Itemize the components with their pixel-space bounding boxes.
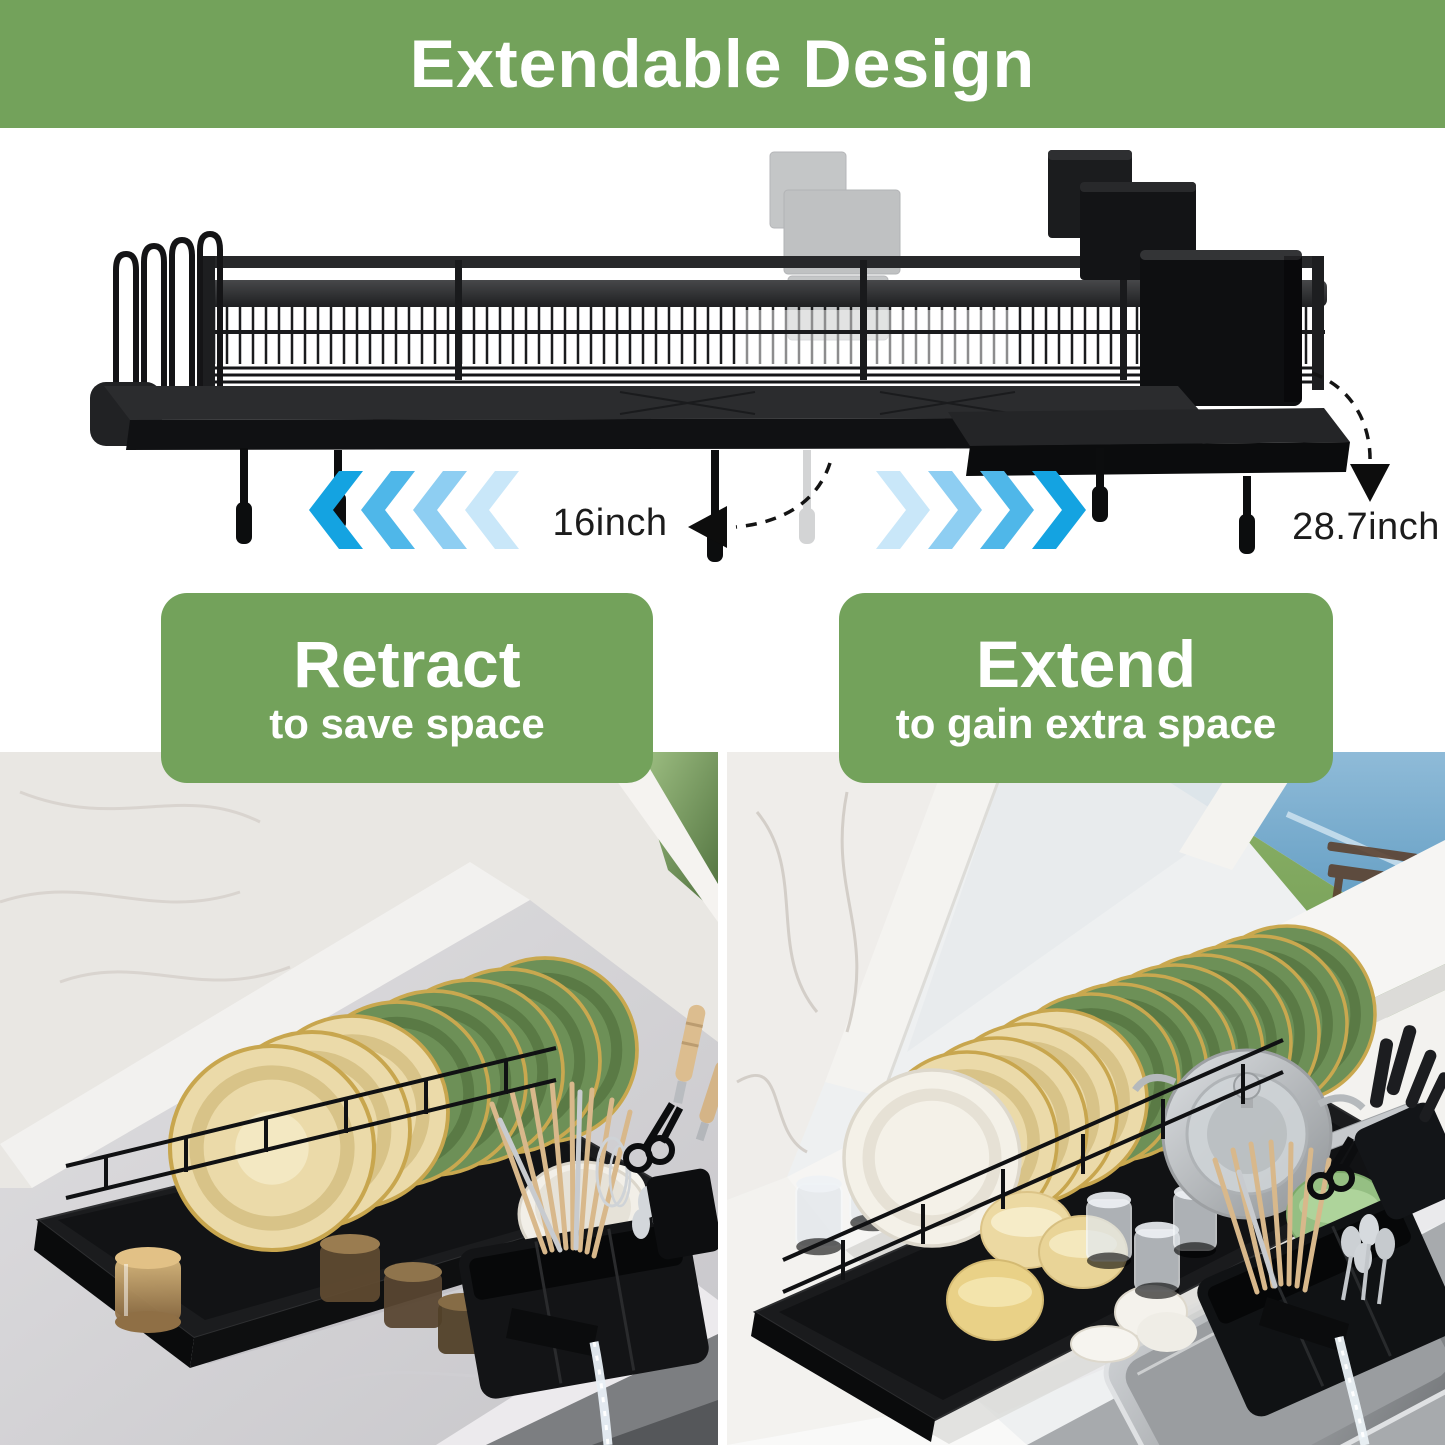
- extend-subtitle: to gain extra space: [895, 700, 1277, 748]
- knives: [1369, 1025, 1445, 1123]
- utensil-caddy: [1048, 150, 1302, 406]
- banner-title: Extendable Design: [409, 26, 1036, 102]
- water-stream: [589, 1341, 613, 1445]
- rack-front-wires: [65, 1046, 557, 1200]
- drain-spout: [506, 1308, 598, 1356]
- retract-title: Retract: [293, 626, 521, 701]
- marble-wall: [727, 752, 949, 1200]
- cutlery-caddy: [458, 1213, 709, 1399]
- retracted-dimension-label: 16inch: [552, 502, 668, 544]
- drip-tray: [90, 382, 1350, 476]
- extend-arrow-icon: [1311, 371, 1390, 502]
- banner: Extendable Design: [0, 0, 1445, 128]
- window-view: [596, 752, 718, 922]
- dish-rack-render: [90, 150, 1390, 562]
- knives: [673, 1004, 718, 1142]
- backsplash-ledge: [0, 862, 530, 1188]
- retract-callout: Retract to save space: [161, 593, 653, 783]
- scissors: [623, 1102, 684, 1173]
- wire-basket: [198, 256, 1327, 390]
- extended-photo: [727, 752, 1445, 1445]
- water-stream: [1334, 1335, 1370, 1445]
- bowls: [946, 1191, 1197, 1363]
- knife-holder: [646, 1168, 718, 1260]
- extended-dimension-label: 28.7inch: [1292, 506, 1440, 548]
- plate-holder-wires: [113, 230, 223, 388]
- retract-arrow-icon: [688, 462, 832, 548]
- left-chevrons-icon: [309, 471, 519, 549]
- knife-block: [1354, 1025, 1445, 1220]
- ghost-leg: [799, 450, 815, 544]
- right-chevrons-icon: [876, 471, 1086, 549]
- extend-callout: Extend to gain extra space: [839, 593, 1333, 783]
- extend-title: Extend: [975, 626, 1197, 701]
- retract-subtitle: to save space: [269, 700, 545, 748]
- retracted-photo: [0, 752, 718, 1445]
- amber-glass: [115, 1247, 181, 1333]
- scissors: [1307, 1136, 1363, 1200]
- drain-spout: [1259, 1297, 1349, 1352]
- cutlery: [1341, 1214, 1395, 1305]
- chopsticks: [489, 1079, 633, 1259]
- chopsticks: [1212, 1139, 1332, 1295]
- rack-front-wires: [782, 1038, 1284, 1294]
